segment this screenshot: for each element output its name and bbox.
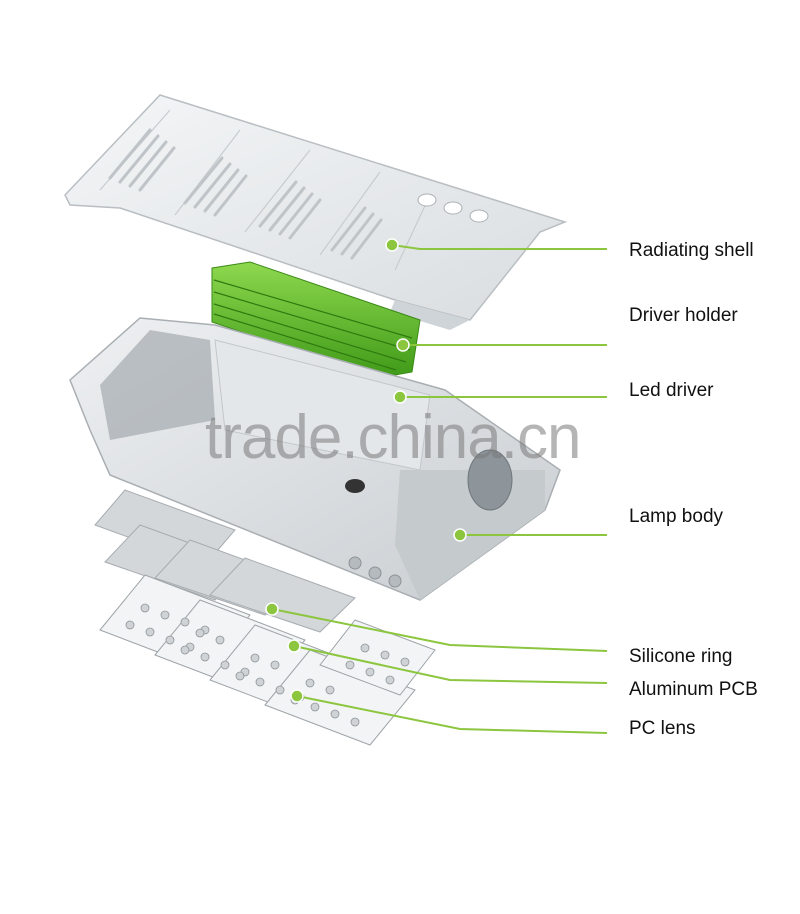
- dot-pc-lens: [290, 689, 304, 703]
- dot-driver-holder: [396, 338, 410, 352]
- lens-dots: [125, 603, 410, 727]
- label-radiating-shell: Radiating shell: [629, 240, 754, 261]
- dot-lamp-body: [453, 528, 467, 542]
- dot-led-driver: [393, 390, 407, 404]
- label-driver-holder: Driver holder: [629, 305, 738, 326]
- dot-silicone-ring: [265, 602, 279, 616]
- shell-vent-slots: [108, 128, 383, 260]
- leader-aluminum-pcb: [293, 645, 608, 684]
- dot-radiating-shell: [385, 238, 399, 252]
- pc-lens-part: [99, 574, 436, 746]
- leader-radiating-shell: [391, 244, 607, 250]
- label-led-driver: Led driver: [629, 380, 714, 401]
- watermark-text: trade.china.cn: [205, 403, 581, 472]
- label-lamp-body: Lamp body: [629, 506, 724, 527]
- leader-dots: [265, 238, 467, 703]
- dot-aluminum-pcb: [287, 639, 301, 653]
- leader-lines: [271, 244, 608, 734]
- driver-holder-part: [211, 261, 421, 379]
- radiating-shell-part: [64, 94, 568, 330]
- leader-pc-lens: [296, 695, 608, 734]
- label-aluminum-pcb: Aluminum PCB: [629, 679, 758, 700]
- leader-silicone-ring: [271, 608, 608, 652]
- label-silicone-ring: Silicone ring: [629, 646, 733, 667]
- label-pc-lens: PC lens: [629, 718, 696, 739]
- pcb-plates-part: [94, 489, 356, 633]
